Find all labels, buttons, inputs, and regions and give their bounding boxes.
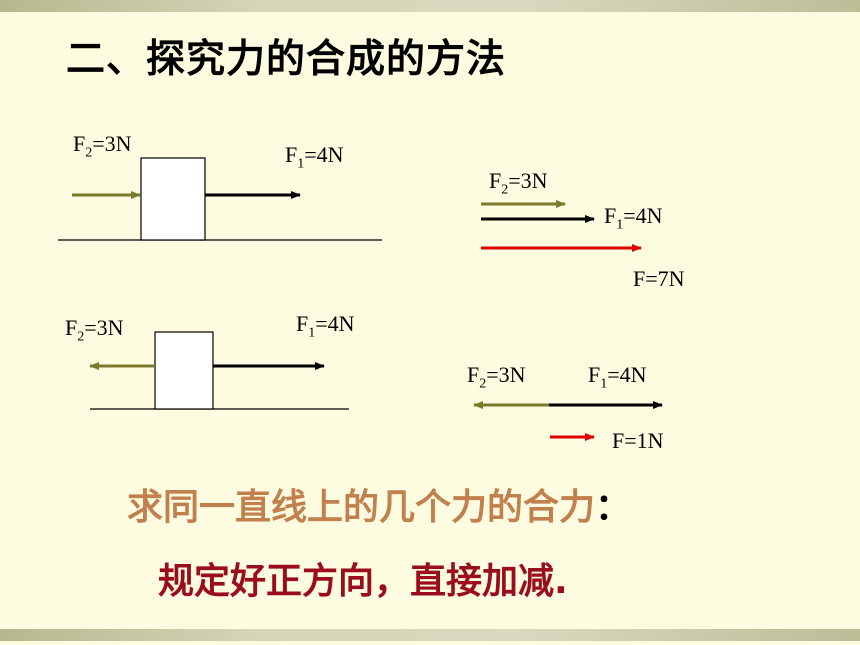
d2-f2-label: F2=3N — [489, 168, 548, 198]
d1-f1-label: F1=4N — [285, 142, 344, 172]
diagram-opposite-direction-block — [89, 331, 349, 410]
rule-line-2: 规定好正方向，直接加减. — [158, 561, 568, 602]
d2-resultant-label: F=7N — [633, 266, 685, 291]
bottom-decorative-band — [0, 629, 860, 641]
d4-resultant-label: F=1N — [612, 428, 664, 453]
d3-f2-label: F2=3N — [65, 315, 124, 345]
block — [154, 331, 214, 410]
d4-f1-label: F1=4N — [588, 362, 647, 392]
diagram-same-direction-block — [58, 157, 382, 241]
d4-f2-label: F2=3N — [467, 362, 526, 392]
block — [140, 157, 206, 241]
diagram-opposite-direction-sum — [473, 401, 663, 441]
rule-line-1: 求同一直线上的几个力的合力： — [127, 487, 632, 528]
slide-title: 二、探究力的合成的方法 — [66, 37, 507, 82]
d1-f2-label: F2=3N — [73, 131, 132, 161]
d2-f1-label: F1=4N — [604, 203, 663, 233]
d3-f1-label: F1=4N — [296, 311, 355, 341]
top-decorative-band — [0, 0, 860, 12]
diagram-same-direction-sum — [481, 200, 642, 252]
